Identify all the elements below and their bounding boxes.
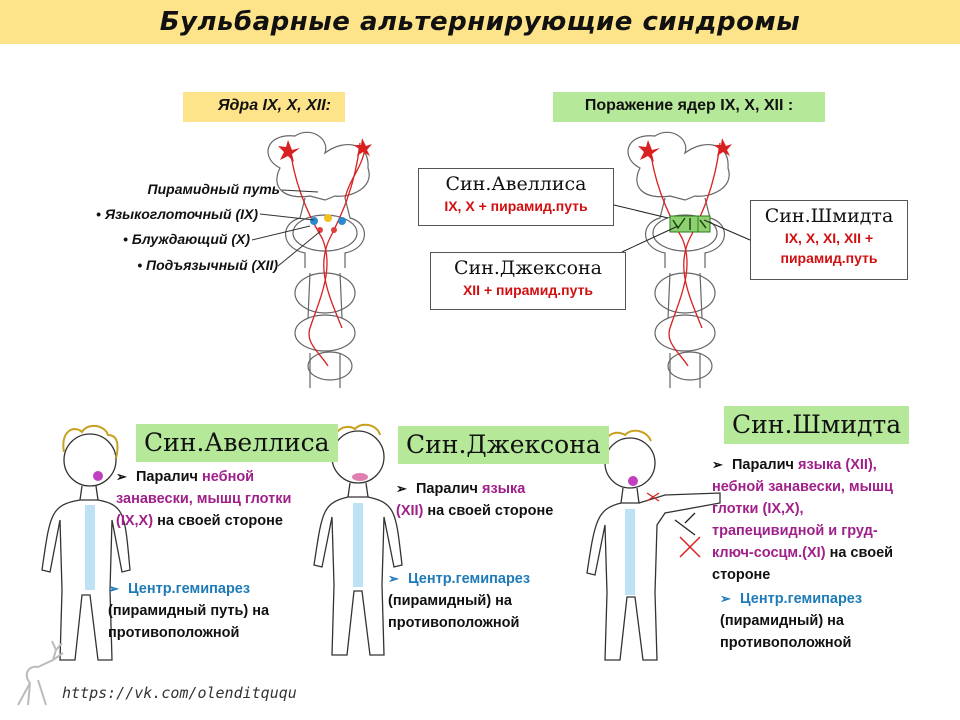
- label-pyramidal-tract: Пирамидный путь: [147, 181, 280, 197]
- leader-lines-right: [613, 204, 751, 253]
- page-title: Бульбарные альтернирующие синдромы: [159, 7, 801, 37]
- brainstem-diagram-right: [627, 131, 732, 388]
- box-avellis-title: Син.Авеллиса: [445, 173, 587, 195]
- footer-url: https://vk.com/olenditququ: [62, 684, 297, 702]
- deer-logo-icon: [17, 640, 64, 706]
- syndrome-avellis-title: Син.Авеллиса: [136, 424, 338, 462]
- title-bar: [0, 0, 960, 44]
- syndrome-schmidt-desc: ➢Паралич языка (XII), небной занавески, …: [712, 454, 918, 586]
- check-marker: ➢: [116, 469, 127, 484]
- syndrome-jackson-hemiparesis: ➢Центр.гемипарез (пирамидный) на противо…: [388, 568, 568, 634]
- box-jackson-sub: XII + пирамид.путь: [462, 282, 594, 298]
- arrow-marker: ➢: [108, 581, 119, 596]
- bullet: •: [123, 231, 128, 247]
- syndrome-avellis-desc: ➢Паралич небной занавески, мышц глотки (…: [116, 466, 296, 532]
- syndrome-jackson-title: Син.Джексона: [398, 426, 609, 464]
- syndrome-schmidt-hemiparesis: ➢Центр.гемипарез (пирамидный) на противо…: [720, 588, 920, 654]
- syndrome-avellis-hemiparesis: ➢Центр.гемипарез (пирамидный путь) на пр…: [108, 578, 298, 644]
- label-hypoglossal: • Подъязычный (XII): [137, 257, 278, 273]
- box-schmidt-sub1: IX, X, XI, XII +: [784, 230, 874, 246]
- check-marker: ➢: [396, 481, 407, 496]
- box-schmidt: Син.Шмидта IX, X, XI, XII + пирамид.путь: [750, 200, 908, 280]
- box-avellis-sub: IX, X + пирамид.путь: [444, 198, 588, 214]
- box-jackson-title: Син.Джексона: [453, 257, 603, 279]
- label-glossopharyngeal: • Языкоглоточный (IX): [96, 206, 258, 222]
- check-marker: ➢: [712, 457, 723, 472]
- figure-avellis: [41, 424, 131, 661]
- syndrome-schmidt-title: Син.Шмидта: [724, 406, 910, 444]
- left-panel-header: Ядра IX, X, XII:: [183, 92, 345, 122]
- bullet: •: [137, 257, 143, 273]
- leader-lines-left: [251, 189, 320, 267]
- syndrome-jackson-desc: ➢Паралич языка (XII) на своей стороне: [396, 478, 556, 522]
- box-jackson: Син.Джексона XII + пирамид.путь: [430, 252, 626, 310]
- label-vagus: • Блуждающий (X): [123, 231, 250, 247]
- box-avellis: Син.Авеллиса IX, X + пирамид.путь: [418, 168, 614, 226]
- box-schmidt-sub2: пирамид.путь: [780, 250, 878, 266]
- bullet: •: [96, 206, 101, 222]
- arrow-marker: ➢: [720, 591, 731, 606]
- arrow-marker: ➢: [388, 571, 399, 586]
- brainstem-diagram-left: [267, 131, 372, 388]
- box-schmidt-title: Син.Шмидта: [764, 205, 894, 227]
- right-panel-header: Поражение ядер IX, X, XII :: [553, 92, 825, 122]
